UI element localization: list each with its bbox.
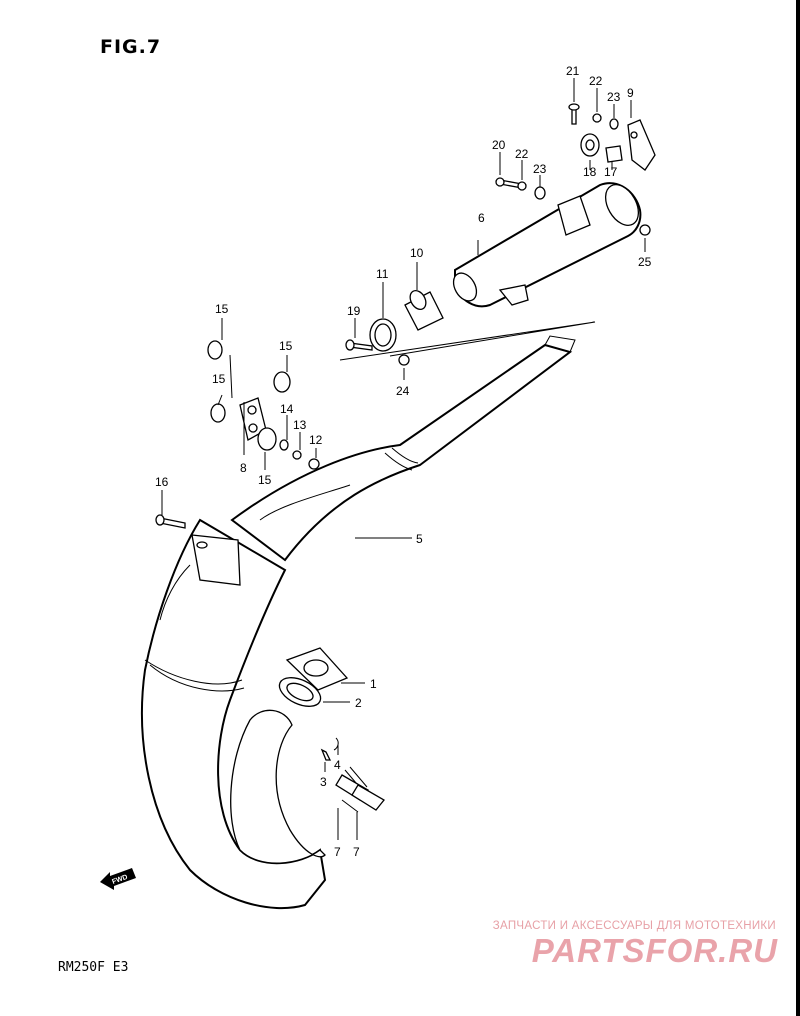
- callout-16: 16: [155, 475, 169, 489]
- callout-7a: 7: [334, 845, 341, 859]
- callout-3: 3: [320, 775, 327, 789]
- callout-7b: 7: [353, 845, 360, 859]
- callout-15d: 15: [258, 473, 272, 487]
- model-code: RM250F E3: [58, 960, 129, 975]
- callout-9: 9: [627, 86, 634, 100]
- callout-8: 8: [240, 461, 247, 475]
- callout-1: 1: [370, 677, 377, 691]
- right-border: [796, 0, 800, 1016]
- figure-title: FIG.7: [100, 36, 162, 58]
- callouts: 1 2 3 4 5 6 7 7 8 9 10 11 12 13 14 15 15…: [155, 64, 652, 859]
- callout-6: 6: [478, 211, 485, 225]
- callout-5: 5: [416, 532, 423, 546]
- callout-2: 2: [355, 696, 362, 710]
- callout-17: 17: [604, 165, 618, 179]
- watermark-brand: PARTSFOR.RU: [531, 932, 778, 969]
- exhaust-pipe: [141, 335, 576, 909]
- watermark-tagline: ЗАПЧАСТИ И АКСЕССУАРЫ ДЛЯ МОТОТЕХНИКИ: [492, 920, 776, 932]
- callout-20: 20: [492, 138, 506, 152]
- callout-15a: 15: [215, 302, 229, 316]
- callout-25: 25: [638, 255, 652, 269]
- callout-4: 4: [334, 758, 341, 772]
- callout-14: 14: [280, 402, 294, 416]
- callout-24: 24: [396, 384, 410, 398]
- callout-15b: 15: [279, 339, 293, 353]
- leader-lines: [161, 78, 646, 840]
- callout-12: 12: [309, 433, 323, 447]
- callout-23b: 23: [533, 162, 547, 176]
- callout-23a: 23: [607, 90, 621, 104]
- small-parts: [155, 103, 656, 813]
- callout-10: 10: [410, 246, 424, 260]
- callout-13: 13: [293, 418, 307, 432]
- fwd-arrow: FWD: [100, 868, 136, 890]
- callout-21: 21: [566, 64, 580, 78]
- silencer: [452, 182, 642, 308]
- callout-19: 19: [347, 304, 361, 318]
- callout-22b: 22: [515, 147, 529, 161]
- callout-15c: 15: [212, 372, 226, 386]
- callout-18: 18: [583, 165, 597, 179]
- callout-11: 11: [376, 267, 389, 281]
- callout-22a: 22: [589, 74, 603, 88]
